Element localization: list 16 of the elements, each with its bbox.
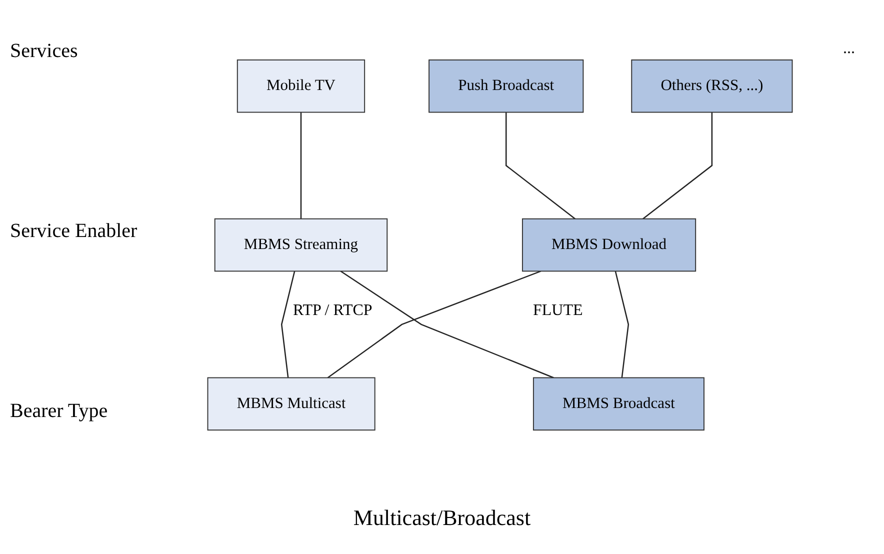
node-box: MBMS Streaming — [214, 218, 388, 272]
node-box: MBMS Multicast — [207, 377, 376, 431]
caption: Multicast/Broadcast — [352, 505, 532, 531]
node-box: MBMS Broadcast — [532, 377, 704, 431]
connector — [300, 112, 302, 219]
row-label: Service Enabler — [10, 220, 138, 243]
connector — [505, 112, 576, 220]
row-label: Bearer Type — [10, 400, 108, 423]
connector — [642, 112, 713, 220]
node-box: Mobile TV — [236, 59, 366, 113]
connector — [280, 271, 296, 378]
node-box: MBMS Download — [522, 218, 696, 272]
node-box: Others (RSS, ...) — [631, 59, 793, 113]
node-box: Push Broadcast — [428, 59, 584, 113]
connector — [614, 271, 630, 378]
row-label: Services — [10, 40, 78, 63]
